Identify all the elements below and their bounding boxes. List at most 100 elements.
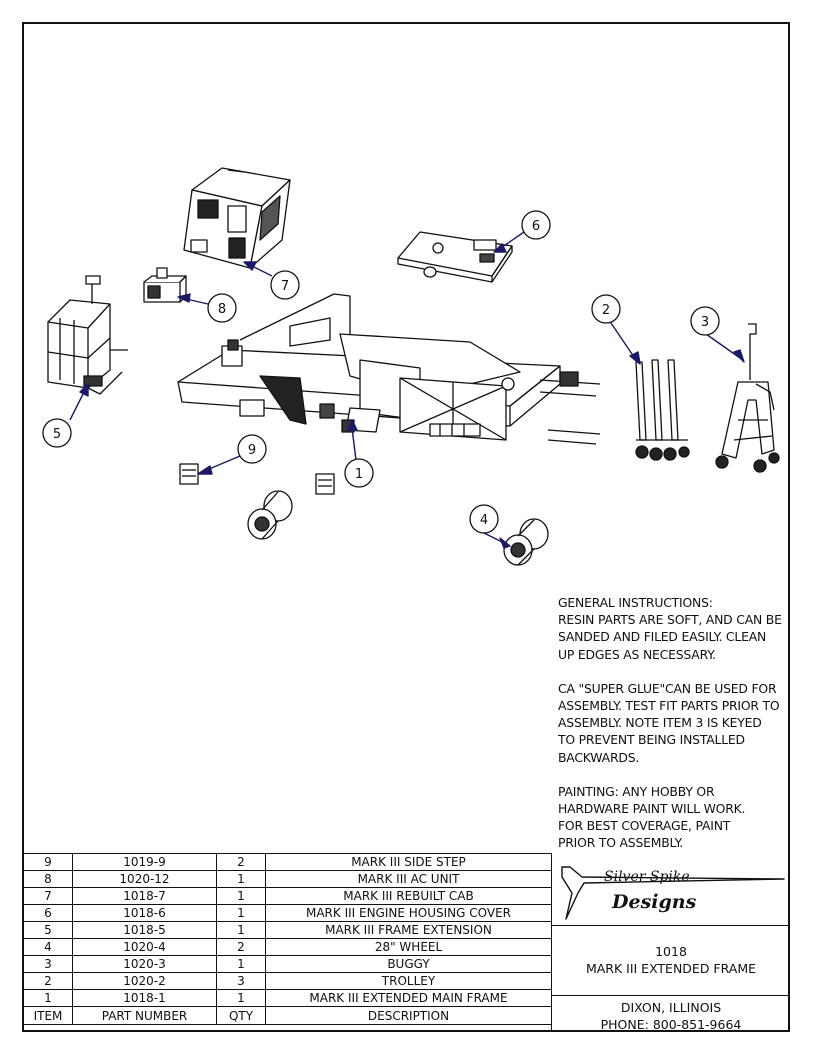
general-instructions: GENERAL INSTRUCTIONS: RESIN PARTS ARE SO… (558, 594, 790, 852)
bom-cell-part-number: 1020-2 (72, 972, 217, 990)
bom-cell-item: 6 (23, 904, 73, 922)
bom-cell-description: MARK III EXTENDED MAIN FRAME (265, 989, 552, 1007)
instruction-spacer (558, 663, 790, 680)
bom-cell-part-number: 1018-5 (72, 921, 217, 939)
part-cab (183, 167, 291, 269)
instruction-line: BACKWARDS. (558, 749, 640, 765)
instruction-line: UP EDGES AS NECESSARY. (558, 646, 716, 662)
bom-header-row: ITEM PART NUMBER QTY DESCRIPTION (23, 1006, 552, 1025)
part-trolleys (635, 359, 690, 461)
bom-cell-description: 28" WHEEL (265, 938, 552, 956)
company-logo: Silver Spike Designs (552, 853, 790, 926)
balloon-9-label: 9 (248, 443, 256, 458)
part-wheels (247, 490, 549, 566)
bom-cell-part-number: 1020-12 (72, 870, 217, 888)
bom-cell-qty: 2 (216, 853, 266, 871)
balloon-2 (591, 294, 621, 324)
part-buggy (715, 323, 780, 473)
instruction-spacer (558, 766, 790, 783)
balloon-2-label: 2 (602, 303, 610, 318)
bom-cell-qty: 1 (216, 955, 266, 973)
bom-cell-qty: 1 (216, 921, 266, 939)
bom-cell-item: 5 (23, 921, 73, 939)
bom-cell-description: BUGGY (265, 955, 552, 973)
bom-cell-part-number: 1018-7 (72, 887, 217, 905)
bom-header-part-number: PART NUMBER (72, 1006, 217, 1025)
balloon-7-label: 7 (281, 279, 289, 294)
bom-cell-qty: 1 (216, 989, 266, 1007)
instruction-line: TO PREVENT BEING INSTALLED (558, 732, 745, 748)
company-phone: PHONE: 800-851-9664 (600, 1017, 742, 1032)
drawing-title: MARK III EXTENDED FRAME (585, 961, 757, 976)
balloon-1 (344, 458, 374, 488)
bom-cell-item: 3 (23, 955, 73, 973)
exploded-assembly-drawing: 1 2 3 4 5 6 7 8 9 (42, 167, 780, 566)
bom-cell-item: 9 (23, 853, 73, 871)
part-ac-unit (143, 267, 187, 303)
bom-cell-description: MARK III SIDE STEP (265, 853, 552, 871)
drawing-sheet-border (22, 22, 790, 1032)
logo-text-bottom: Designs (612, 891, 697, 913)
part-side-steps (179, 463, 335, 495)
bom-cell-description: MARK III FRAME EXTENSION (265, 921, 552, 939)
bom-cell-description: TROLLEY (265, 972, 552, 990)
bom-cell-item: 1 (23, 989, 73, 1007)
balloon-1-label: 1 (355, 467, 363, 482)
part-main-frame (177, 293, 601, 445)
instruction-line: RESIN PARTS ARE SOFT, AND CAN BE (558, 612, 782, 628)
instruction-line: ASSEMBLY. NOTE ITEM 3 IS KEYED (558, 715, 762, 731)
instruction-line: CA "SUPER GLUE"CAN BE USED FOR (558, 680, 777, 696)
instruction-line: PRIOR TO ASSEMBLY. (558, 835, 684, 851)
bom-cell-item: 8 (23, 870, 73, 888)
balloon-8-label: 8 (218, 302, 226, 317)
balloon-7 (270, 270, 300, 300)
instruction-line: PAINTING: ANY HOBBY OR (558, 783, 715, 799)
instruction-line: SANDED AND FILED EASILY. CLEAN (558, 629, 767, 645)
bom-cell-qty: 1 (216, 887, 266, 905)
balloon-6-label: 6 (532, 219, 540, 234)
company-city: DIXON, ILLINOIS (620, 1000, 722, 1015)
instruction-line: ASSEMBLY. TEST FIT PARTS PRIOR TO (558, 698, 780, 714)
bom-cell-part-number: 1018-1 (72, 989, 217, 1007)
leader-lines (69, 231, 745, 549)
instruction-line: FOR BEST COVERAGE, PAINT (558, 818, 731, 834)
balloon-4-label: 4 (480, 513, 488, 528)
title-block: Silver Spike Designs 1018 MARK III EXTEN… (551, 853, 790, 1032)
bom-cell-part-number: 1020-3 (72, 955, 217, 973)
bom-cell-part-number: 1020-4 (72, 938, 217, 956)
drawing-number: 1018 (655, 944, 687, 959)
bom-cell-description: MARK III REBUILT CAB (265, 887, 552, 905)
bom-cell-qty: 1 (216, 904, 266, 922)
spike-logo-graphic (561, 866, 785, 920)
bom-cell-qty: 1 (216, 870, 266, 888)
balloon-8 (207, 293, 237, 323)
bom-cell-item: 4 (23, 938, 73, 956)
bom-cell-qty: 3 (216, 972, 266, 990)
drawing-title-cell: 1018 MARK III EXTENDED FRAME (552, 925, 790, 996)
bom-cell-description: MARK III ENGINE HOUSING COVER (265, 904, 552, 922)
balloon-3-label: 3 (701, 315, 709, 330)
bom-cell-qty: 2 (216, 938, 266, 956)
item-balloons: 1 2 3 4 5 6 7 8 9 (42, 210, 720, 534)
bom-header-item: ITEM (23, 1006, 73, 1025)
instruction-line: HARDWARE PAINT WILL WORK. (558, 801, 746, 817)
bom-cell-item: 2 (23, 972, 73, 990)
bom-cell-part-number: 1019-9 (72, 853, 217, 871)
part-engine-housing-cover (397, 231, 513, 283)
balloon-5 (42, 418, 72, 448)
balloon-3 (690, 306, 720, 336)
bom-cell-description: MARK III AC UNIT (265, 870, 552, 888)
bom-cell-item: 7 (23, 887, 73, 905)
part-frame-extension (47, 275, 128, 395)
instruction-line: GENERAL INSTRUCTIONS: (558, 595, 713, 610)
bom-cell-part-number: 1018-6 (72, 904, 217, 922)
